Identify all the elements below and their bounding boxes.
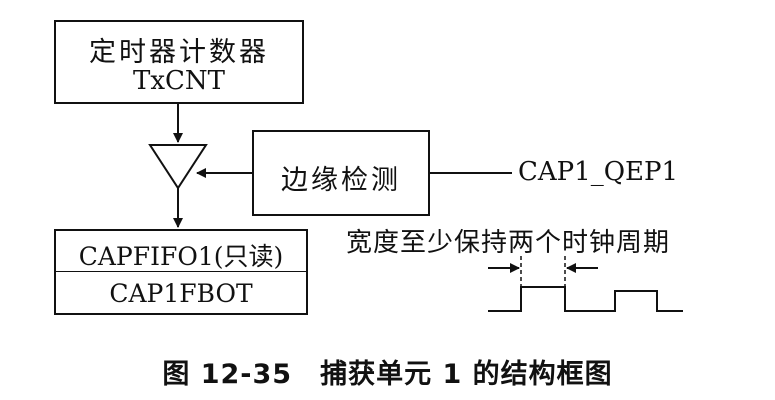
fifo-register-box: CAPFIFO1(只读) <box>54 229 308 272</box>
pulse-width-note: 宽度至少保持两个时钟周期 <box>346 228 671 258</box>
timer-counter-register: TxCNT <box>133 66 225 96</box>
pulse-waveform <box>488 286 683 312</box>
fifo-bottom-register-label: CAP1FBOT <box>109 279 253 308</box>
timer-counter-box: 定时器计数器 TxCNT <box>54 20 304 104</box>
input-signal-label: CAP1_QEP1 <box>518 157 679 187</box>
buffer-triangle-icon <box>148 144 208 190</box>
edge-detect-box: 边缘检测 <box>252 130 430 216</box>
figure-caption: 图 12-35 捕获单元 1 的结构框图 <box>162 359 613 390</box>
timer-counter-title: 定时器计数器 <box>89 37 269 68</box>
fifo-register-label: CAPFIFO1(只读) <box>78 242 284 271</box>
fifo-bottom-register-box: CAP1FBOT <box>54 271 308 315</box>
edge-detect-label: 边缘检测 <box>281 165 401 196</box>
